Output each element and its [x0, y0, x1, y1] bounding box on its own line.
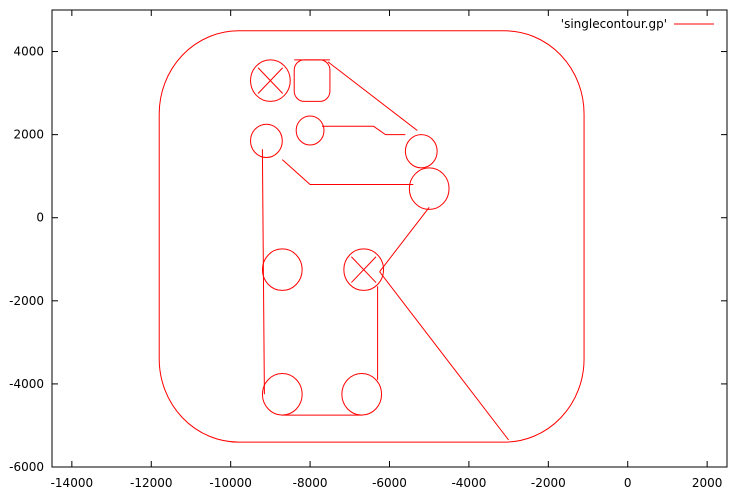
y-tick-label: -2000: [9, 294, 44, 308]
legend-label: 'singlecontour.gp': [561, 17, 667, 31]
y-tick-label: 2000: [13, 128, 44, 142]
contour-circle: [404, 134, 438, 169]
contour-circle: [341, 373, 383, 416]
y-tick-label: 4000: [13, 45, 44, 59]
contour-circle: [250, 59, 291, 102]
x-tick-label: -14000: [51, 476, 94, 490]
legend: 'singlecontour.gp': [561, 17, 714, 31]
x-tick-label: 2000: [692, 476, 723, 490]
contour-cross-line: [257, 67, 284, 94]
contour-circle: [295, 115, 325, 146]
axes: -14000 -12000 -10000 -8000 -6000 -4000 -2000 0 2…: [9, 10, 727, 490]
contour-path: [322, 125, 406, 136]
contour-path: [327, 61, 418, 131]
x-tick-label: -2000: [531, 476, 566, 490]
x-tick-label: -12000: [130, 476, 173, 490]
contour-circle: [408, 167, 450, 210]
contour-circle: [250, 123, 283, 158]
x-tick-label: 0: [624, 476, 632, 490]
x-tick-label: -4000: [451, 476, 486, 490]
contour-cross-line: [351, 256, 377, 283]
x-tick-label: -10000: [209, 476, 252, 490]
x-tick-label: -8000: [293, 476, 328, 490]
y-tick-label: -4000: [9, 377, 44, 391]
contour-circle: [261, 248, 303, 291]
contour-path: [281, 159, 414, 185]
contour-path: [261, 149, 265, 395]
y-tick-label: 0: [36, 211, 44, 225]
contour-circle: [343, 248, 385, 291]
series-layer: [158, 30, 585, 443]
contour-path: [379, 271, 509, 441]
contour-circle: [261, 373, 303, 416]
plot-area-frame: [51, 9, 728, 468]
x-tick-label: -6000: [372, 476, 407, 490]
contour-rounded-rect: [293, 59, 331, 102]
contour-path: [379, 206, 430, 273]
y-tick-label: -6000: [9, 460, 44, 474]
contour-rounded-rect: [158, 30, 585, 443]
